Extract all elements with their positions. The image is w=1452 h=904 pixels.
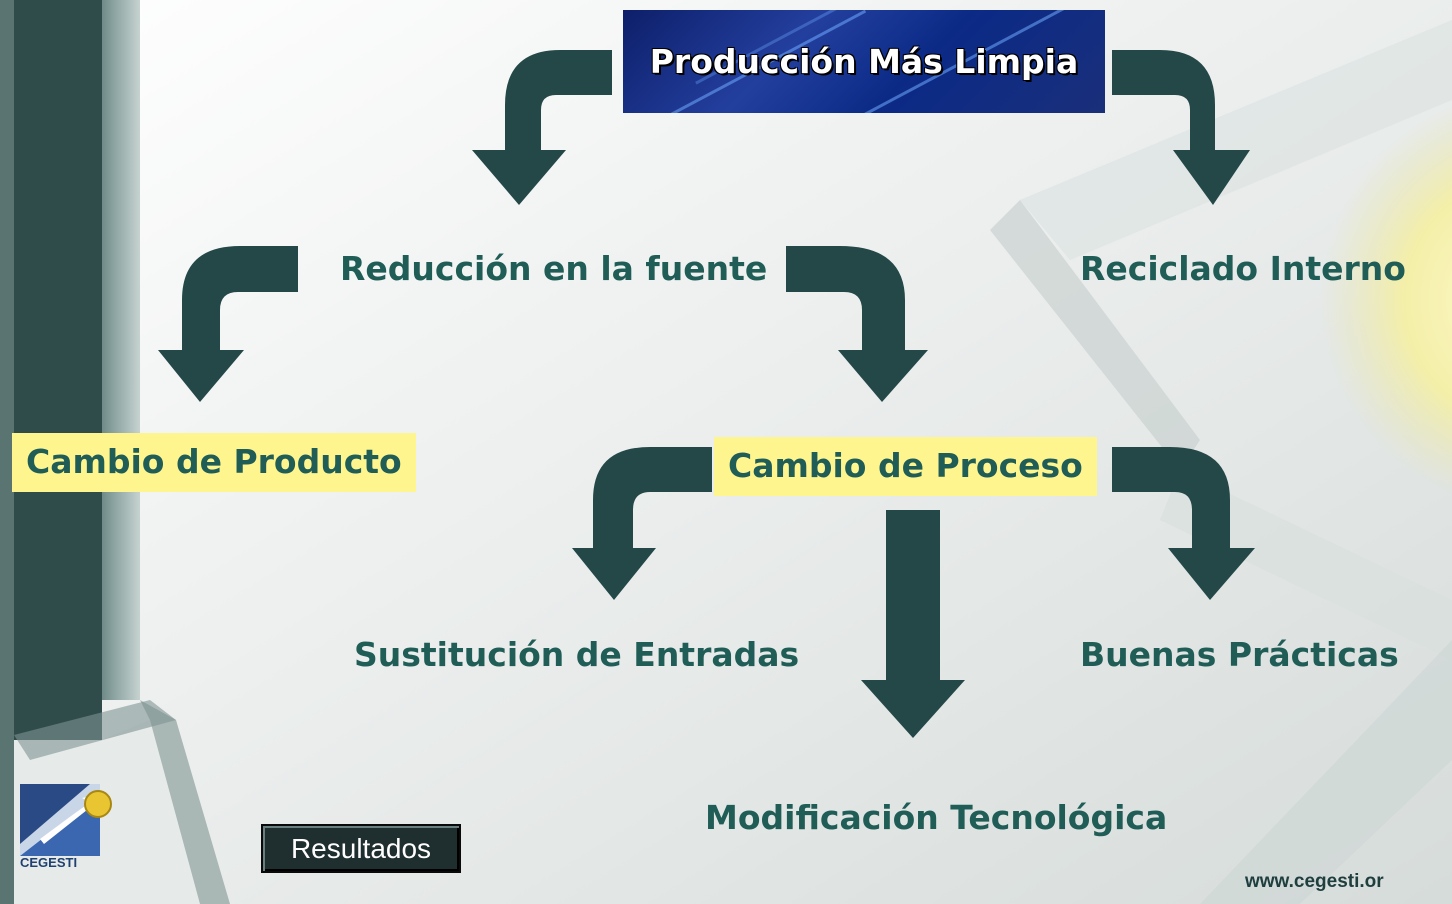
logo-text: CEGESTI [20, 855, 78, 870]
arrow-to-source-reduction [472, 50, 612, 205]
node-source-reduction: Reducción en la fuente [340, 249, 768, 288]
diagram-title: Producción Más Limpia [649, 42, 1079, 81]
node-input-substitution: Sustitución de Entradas [354, 635, 800, 674]
website-link[interactable]: www.cegesti.or [1245, 871, 1384, 892]
diagram-title-box: Producción Más Limpia [623, 10, 1105, 113]
node-internal-recycling: Reciclado Interno [1080, 249, 1406, 288]
arrow-to-input-substitution [572, 447, 712, 600]
arrow-to-process-change [786, 246, 928, 402]
arrow-to-internal-recycling [1112, 50, 1250, 205]
node-tech-modification: Modificación Tecnológica [705, 798, 1168, 837]
node-product-change: Cambio de Producto [12, 433, 416, 492]
results-button[interactable]: Resultados [261, 824, 461, 873]
arrow-to-tech-modification [861, 510, 965, 738]
node-good-practices: Buenas Prácticas [1080, 635, 1399, 674]
cegesti-logo-icon [20, 784, 112, 856]
results-button-label: Resultados [290, 832, 432, 864]
arrow-to-product-change [158, 246, 298, 402]
arrow-to-good-practices [1112, 447, 1255, 600]
node-process-change: Cambio de Proceso [714, 437, 1097, 496]
